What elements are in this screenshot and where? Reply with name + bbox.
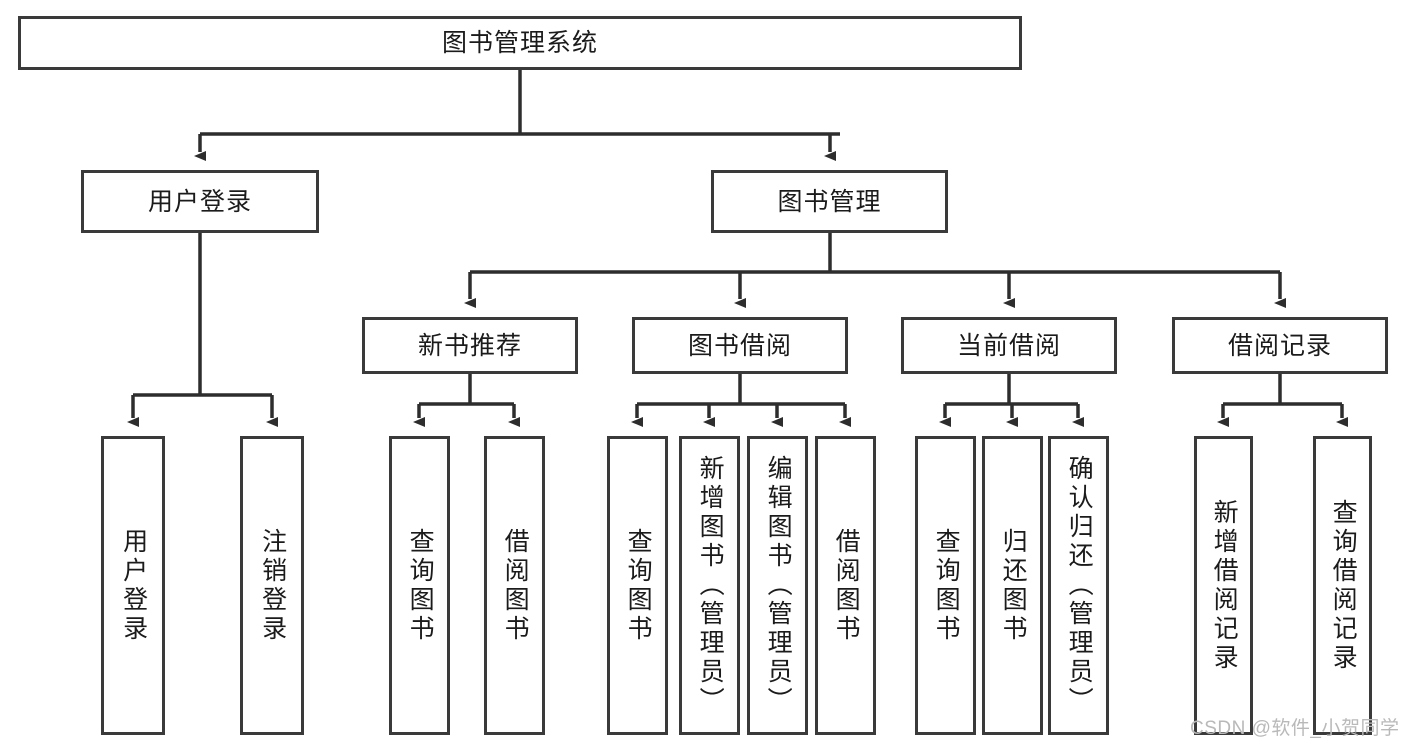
- leaf-borrow-book-recommend[interactable]: 借阅图书: [484, 436, 545, 735]
- node-root-label: 图书管理系统: [441, 29, 598, 57]
- leaf-borrow-book-recommend-label: 借阅图书: [501, 527, 530, 644]
- leaf-logout[interactable]: 注销登录: [240, 436, 304, 735]
- leaf-add-book-admin[interactable]: 新增图书（管理员）: [679, 436, 740, 735]
- leaf-return-book[interactable]: 归还图书: [982, 436, 1043, 735]
- leaf-query-book-current-label: 查询图书: [932, 527, 961, 644]
- node-current-borrow-label: 当前借阅: [956, 331, 1061, 360]
- node-book-management-label: 图书管理: [777, 187, 882, 216]
- node-current-borrow[interactable]: 当前借阅: [901, 317, 1117, 374]
- leaf-user-login[interactable]: 用户登录: [101, 436, 165, 735]
- leaf-query-book-recommend[interactable]: 查询图书: [389, 436, 450, 735]
- node-book-management[interactable]: 图书管理: [711, 170, 948, 233]
- leaf-return-book-label: 归还图书: [999, 527, 1028, 644]
- leaf-query-book-borrow-label: 查询图书: [624, 527, 653, 644]
- node-new-book-recommend-label: 新书推荐: [417, 331, 522, 360]
- node-user-login-label: 用户登录: [147, 187, 252, 216]
- leaf-edit-book-admin-label: 编辑图书（管理员）: [764, 455, 793, 716]
- leaf-add-borrow-record[interactable]: 新增借阅记录: [1194, 436, 1253, 735]
- leaf-query-book-current[interactable]: 查询图书: [915, 436, 976, 735]
- leaf-query-borrow-record-label: 查询借阅记录: [1329, 498, 1358, 673]
- node-root[interactable]: 图书管理系统: [18, 16, 1022, 70]
- node-book-borrow-label: 图书借阅: [687, 331, 792, 360]
- leaf-edit-book-admin[interactable]: 编辑图书（管理员）: [747, 436, 808, 735]
- leaf-confirm-return-admin-label: 确认归还（管理员）: [1065, 455, 1094, 716]
- node-borrow-record[interactable]: 借阅记录: [1172, 317, 1388, 374]
- leaf-confirm-return-admin[interactable]: 确认归还（管理员）: [1048, 436, 1109, 735]
- leaf-user-login-label: 用户登录: [119, 527, 148, 644]
- node-book-borrow[interactable]: 图书借阅: [632, 317, 848, 374]
- node-new-book-recommend[interactable]: 新书推荐: [362, 317, 578, 374]
- node-user-login[interactable]: 用户登录: [81, 170, 319, 233]
- leaf-borrow-book-label: 借阅图书: [832, 527, 861, 644]
- leaf-borrow-book[interactable]: 借阅图书: [815, 436, 876, 735]
- node-borrow-record-label: 借阅记录: [1227, 331, 1332, 360]
- leaf-query-book-recommend-label: 查询图书: [406, 527, 435, 644]
- leaf-add-borrow-record-label: 新增借阅记录: [1210, 498, 1239, 673]
- leaf-query-book-borrow[interactable]: 查询图书: [607, 436, 668, 735]
- leaf-add-book-admin-label: 新增图书（管理员）: [696, 455, 725, 716]
- watermark: CSDN @软件_小贺同学: [1190, 718, 1400, 739]
- leaf-logout-label: 注销登录: [258, 527, 287, 644]
- leaf-query-borrow-record[interactable]: 查询借阅记录: [1313, 436, 1372, 735]
